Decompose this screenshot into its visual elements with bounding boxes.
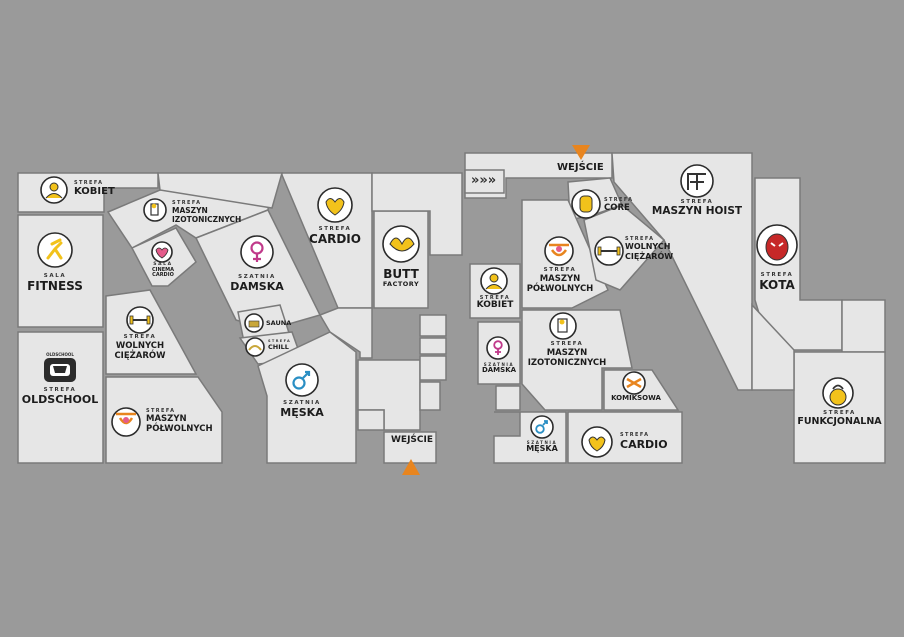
- room-small-2: [419, 337, 447, 355]
- oldschool-logo: OLDSCHOOL: [44, 352, 76, 382]
- room-polwolnych-left: [105, 376, 223, 464]
- room-right-link: [751, 303, 795, 391]
- room-small-1: [419, 314, 447, 337]
- room-entrance-bottom: [383, 431, 437, 464]
- svg-text:OLDSCHOOL: OLDSCHOOL: [46, 352, 74, 357]
- room-damska-left: [194, 209, 322, 331]
- label-sauna: SAUNA: [266, 319, 292, 327]
- room-back: [371, 172, 463, 256]
- male-icon: [285, 363, 319, 397]
- entrance-top-arrow: [572, 145, 590, 160]
- room-maszyn-izo-right: [521, 309, 633, 411]
- room-small-4: [419, 381, 441, 411]
- machine-icon: [143, 198, 167, 222]
- room-wolnych-left: [105, 289, 198, 375]
- female-icon: [240, 235, 274, 269]
- label-komiksowa: KOMIKSOWA: [611, 394, 661, 402]
- room-corridor-left: [318, 307, 373, 359]
- entrance-bottom-label: WEJŚCIE: [391, 435, 434, 445]
- room-small-5: [357, 409, 385, 431]
- room-wolynch-right: [583, 204, 666, 291]
- machine-icon: [549, 312, 577, 340]
- room-corridor-top: [157, 172, 283, 209]
- icon-circles: OLDSCHOOL: [37, 164, 854, 458]
- entrance-bottom-arrow: [402, 459, 420, 475]
- entrance-top-label: WEJŚCIE: [557, 162, 604, 173]
- room-small-3: [419, 355, 447, 381]
- room-meska-right: [493, 411, 567, 464]
- room-hoist: [611, 152, 753, 391]
- arrows-icon: »»»: [471, 173, 497, 188]
- room-fitness: [17, 214, 104, 328]
- room-oldschool: [17, 331, 104, 464]
- room-arrows: [464, 169, 505, 194]
- room-small-r1: [495, 385, 521, 411]
- male-icon: [530, 415, 554, 439]
- room-right-corner: [841, 299, 886, 353]
